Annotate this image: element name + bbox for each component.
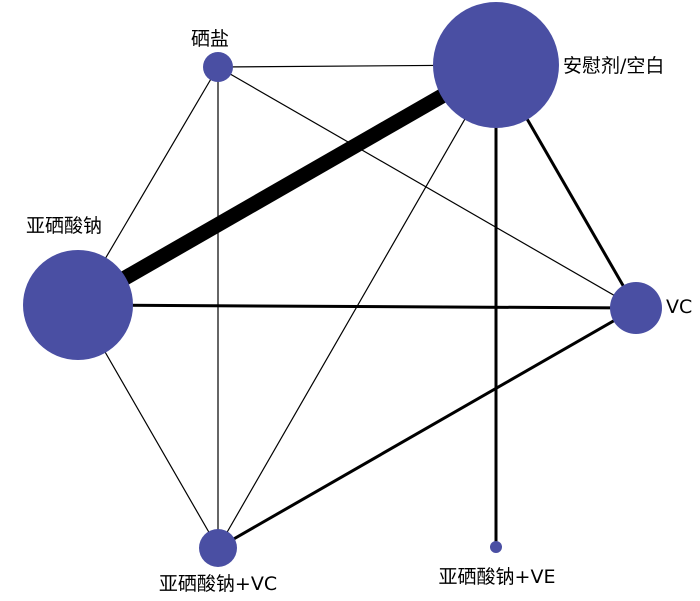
edges-layer: [74, 58, 638, 550]
node-sodium_selenite_vc: [199, 529, 237, 567]
node-label-sodium-selenite-vc: 亚硒酸钠+VC: [159, 573, 277, 595]
node-label-se-salt: 硒盐: [191, 28, 229, 50]
node-vc: [610, 282, 662, 334]
node-label-sodium-selenite-ve: 亚硒酸钠+VE: [439, 566, 556, 588]
node-se_salt: [203, 52, 233, 82]
node-placebo: [433, 2, 559, 128]
node-sodium_selenite: [23, 250, 133, 360]
labels-layer: 硒盐 安慰剂/空白 亚硒酸钠 VC 亚硒酸钠+VC 亚硒酸钠+VE: [26, 28, 692, 595]
edge-sodium_selenite-placebo: [74, 58, 500, 312]
edge-vc-sodium_selenite_vc: [217, 306, 637, 550]
node-label-sodium-selenite: 亚硒酸钠: [26, 215, 102, 237]
edge-se_salt-vc: [217, 66, 637, 309]
node-sodium_selenite_ve: [490, 541, 502, 553]
node-label-placebo: 安慰剂/空白: [563, 55, 664, 77]
node-label-vc: VC: [666, 296, 692, 318]
edge-sodium_selenite-vc: [77, 303, 637, 310]
nodes-layer: [23, 2, 662, 567]
